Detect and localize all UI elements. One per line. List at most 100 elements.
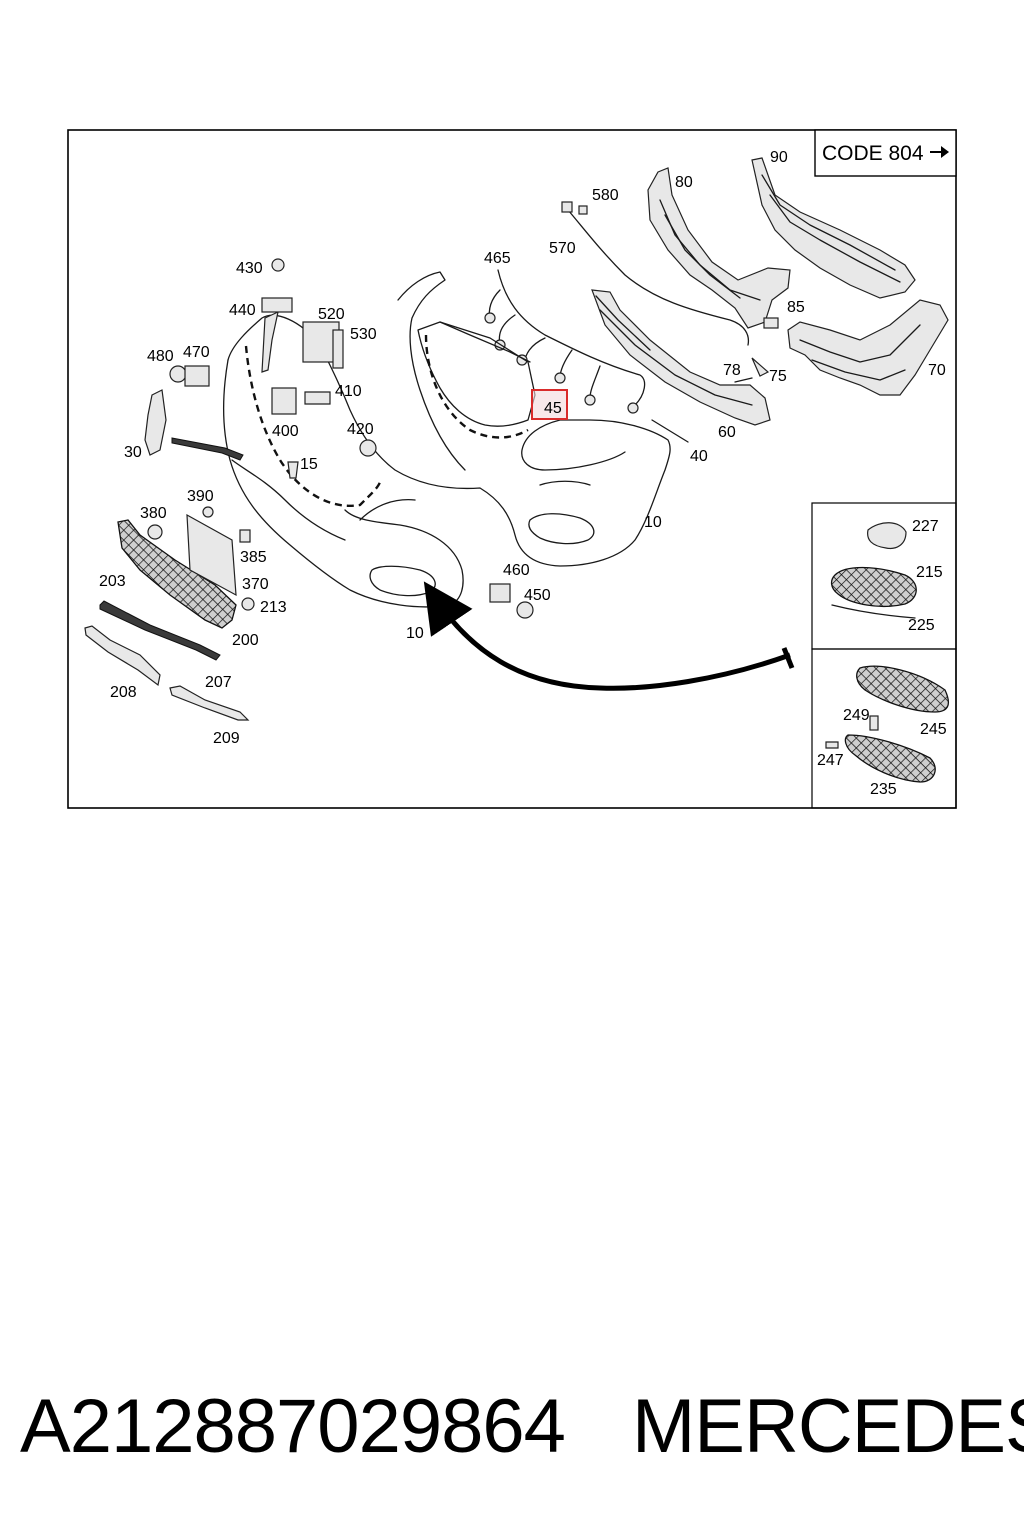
callout-410: 410 — [335, 383, 362, 400]
part-465-harness — [484, 269, 646, 414]
inset-panel-lower — [811, 648, 957, 809]
part-480-sensor — [169, 365, 187, 383]
arrow-right-icon — [941, 146, 949, 158]
diagram-frame — [67, 129, 957, 809]
part-570-cable — [561, 201, 750, 346]
callout-30: 30 — [124, 444, 142, 461]
callout-75: 75 — [769, 368, 787, 385]
part-385-clip — [239, 529, 251, 543]
callout-370: 370 — [242, 576, 269, 593]
callout-570: 570 — [549, 240, 576, 257]
brand-name: MERCEDES — [632, 1384, 1024, 1469]
callout-215: 215 — [916, 564, 943, 581]
callout-78: 78 — [723, 362, 741, 379]
pointer-arrow — [423, 581, 791, 691]
part-235-grille — [844, 734, 936, 783]
callout-15: 15 — [300, 456, 318, 473]
callout-470: 470 — [183, 344, 210, 361]
callout-40: 40 — [690, 448, 708, 465]
part-420-screw — [359, 439, 377, 457]
part-249-clip — [869, 715, 879, 731]
part-580-clip — [578, 205, 588, 215]
bumper-trim-dash — [244, 345, 382, 507]
callout-80: 80 — [675, 174, 693, 191]
callout-530: 530 — [350, 326, 377, 343]
part-225-strip — [831, 604, 916, 619]
grille-frame-dash — [424, 334, 529, 439]
part-40-strip — [651, 419, 689, 443]
code-box-label: CODE 804 — [822, 142, 924, 165]
part-203-strip — [99, 600, 221, 661]
callout-420: 420 — [347, 421, 374, 438]
callout-249: 249 — [843, 707, 870, 724]
part-390-plate-holder — [186, 513, 237, 597]
callout-385: 385 — [240, 549, 267, 566]
callout-10-2: 10 — [406, 625, 424, 642]
callout-520: 520 — [318, 306, 345, 323]
callout-200: 200 — [232, 632, 259, 649]
callout-380: 380 — [140, 505, 167, 522]
callout-208: 208 — [110, 684, 137, 701]
part-number: A212887029864 — [20, 1384, 566, 1469]
part-60-beam — [591, 289, 771, 426]
part-410-bracket — [271, 387, 297, 415]
part-465-trim — [439, 321, 531, 363]
part-440-clip — [261, 297, 293, 313]
callout-465: 465 — [484, 250, 511, 267]
part-215-grille — [830, 566, 917, 607]
callout-245: 245 — [920, 721, 947, 738]
callout-10-1: 10 — [644, 514, 662, 531]
part-390-clip — [202, 506, 214, 518]
fasteners — [147, 258, 779, 619]
part-470-holder — [184, 365, 210, 387]
callout-45: 45 — [544, 400, 562, 417]
callout-60: 60 — [718, 424, 736, 441]
part-30-strip — [144, 389, 244, 461]
code-box: CODE 804 — [814, 129, 957, 177]
callout-400: 400 — [272, 423, 299, 440]
callout-70: 70 — [928, 362, 946, 379]
callout-209: 209 — [213, 730, 240, 747]
part-380-screw — [147, 524, 163, 540]
callout-227: 227 — [912, 518, 939, 535]
callout-460: 460 — [503, 562, 530, 579]
callout-247: 247 — [817, 752, 844, 769]
callout-440: 440 — [229, 302, 256, 319]
part-227-ring — [867, 522, 907, 550]
footer: A212887029864 MERCEDES — [0, 1372, 1024, 1482]
inset-fog-light — [830, 522, 917, 619]
callout-580: 580 — [592, 187, 619, 204]
highlight-box-45 — [531, 389, 568, 420]
callout-430: 430 — [236, 260, 263, 277]
callout-225: 225 — [908, 617, 935, 634]
part-247-screw — [825, 741, 839, 749]
part-70-bracket — [787, 299, 949, 396]
part-80-bracket — [647, 167, 791, 329]
callout-480: 480 — [147, 348, 174, 365]
arrow-tail — [781, 647, 795, 669]
callout-90: 90 — [770, 149, 788, 166]
part-78-pin — [734, 377, 753, 383]
parts-diagram: CODE 804 — [67, 129, 957, 809]
callout-85: 85 — [787, 299, 805, 316]
callout-labels: 90 80 580 570 465 520 530 430 440 480 470 410 85 78 75… — [99, 149, 947, 798]
callout-213: 213 — [260, 599, 287, 616]
part-200-grille — [117, 519, 237, 629]
callout-450: 450 — [524, 587, 551, 604]
part-85-bolt — [763, 317, 779, 329]
part-410-bolt — [304, 391, 331, 405]
part-245-grille — [856, 665, 949, 713]
inset-vent — [825, 665, 949, 783]
bumper-top-strip — [261, 310, 279, 373]
part-430-screw — [271, 258, 285, 272]
part-209-strip — [169, 685, 250, 721]
callout-207: 207 — [205, 674, 232, 691]
callout-235: 235 — [870, 781, 897, 798]
part-530-bracket — [332, 329, 344, 369]
callout-390: 390 — [187, 488, 214, 505]
part-90-crossmember — [751, 157, 916, 299]
part-75-bracket — [751, 357, 770, 377]
part-460-nut — [489, 583, 511, 603]
part-15-pin — [287, 461, 299, 479]
part-208-strip — [84, 625, 161, 687]
